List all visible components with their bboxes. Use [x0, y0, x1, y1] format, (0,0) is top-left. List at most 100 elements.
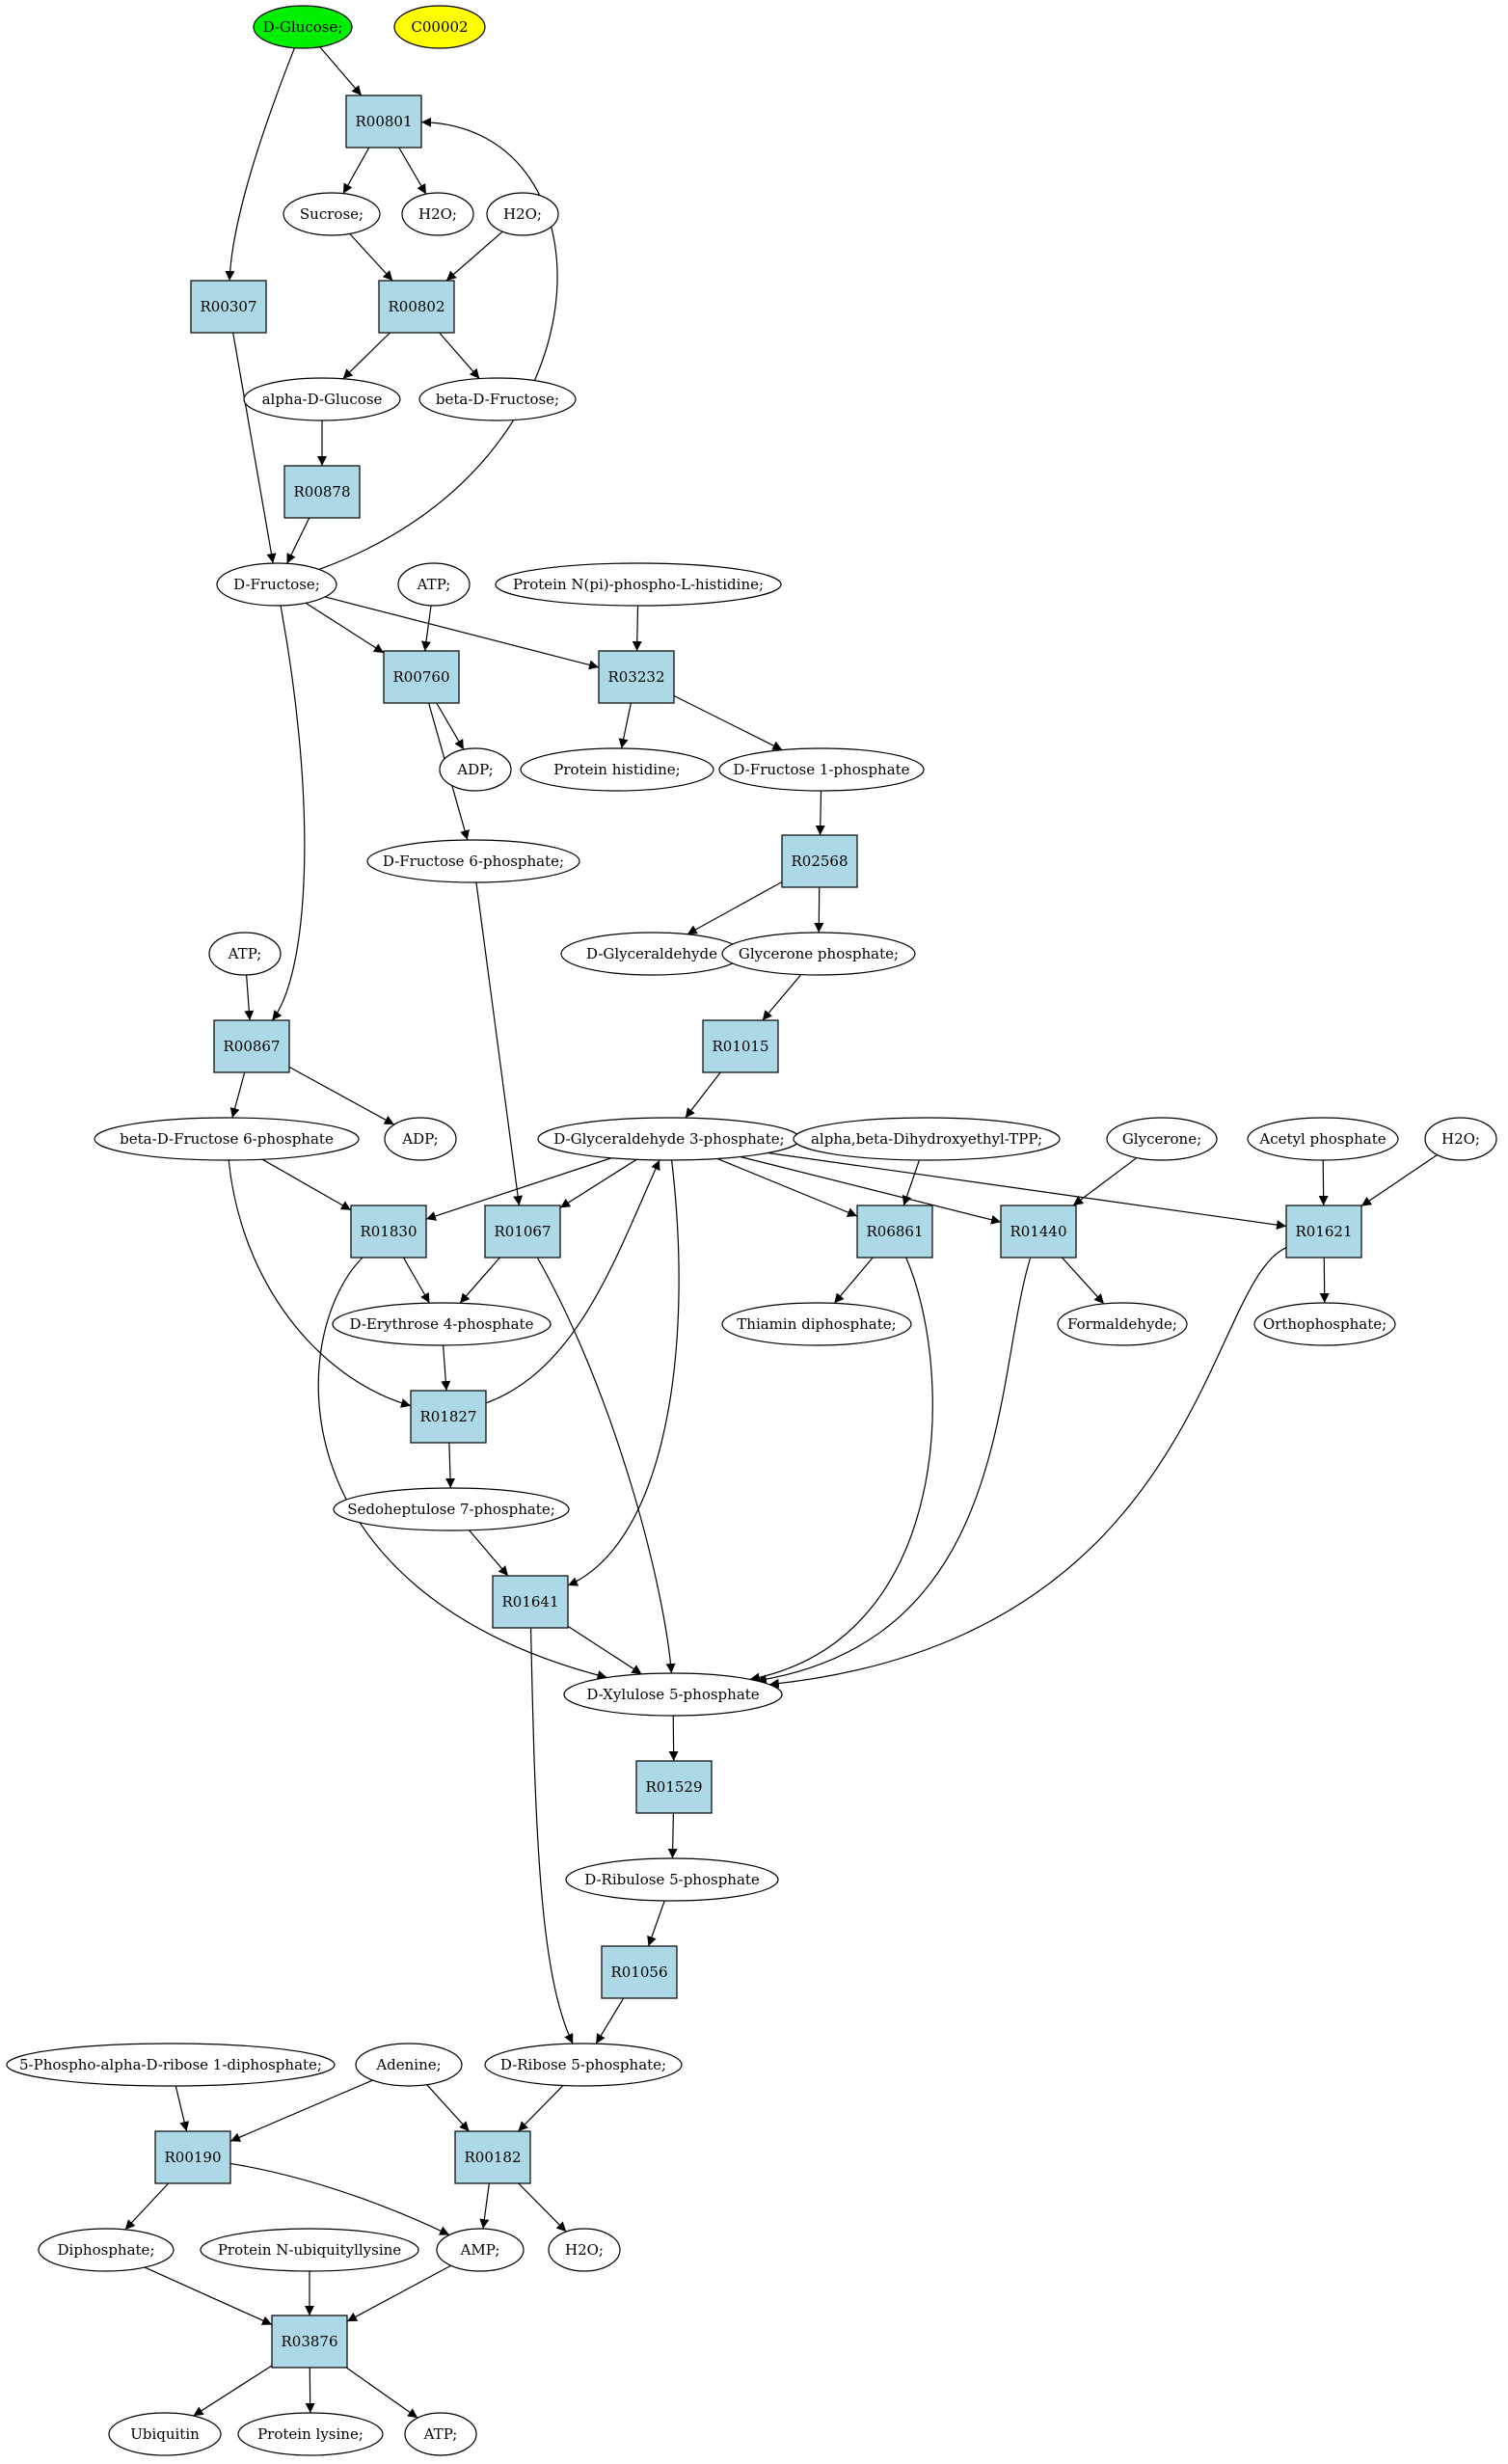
reaction-node-r00801[interactable]: R00801	[345, 95, 422, 149]
compound-node-fructose-1p[interactable]: D-Fructose 1-phosphate	[718, 747, 925, 792]
node-label: alpha,beta-Dihydroxyethyl-TPP;	[811, 1130, 1042, 1148]
compound-node-ribulose-5p[interactable]: D-Ribulose 5-phosphate	[565, 1857, 779, 1902]
compound-node-acetyl-p[interactable]: Acetyl phosphate	[1247, 1117, 1399, 1161]
reaction-node-r01067[interactable]: R01067	[484, 1205, 561, 1259]
compound-node-prpp[interactable]: 5-Phospho-alpha-D-ribose 1-diphosphate;	[6, 2043, 336, 2087]
edge-protein_phospho_his-to-r03232	[632, 605, 642, 652]
reaction-node-r00760[interactable]: R00760	[383, 650, 460, 704]
compound-node-sucrose[interactable]: Sucrose;	[283, 192, 381, 236]
compound-node-g3p[interactable]: D-Glyceraldehyde 3-phosphate;	[537, 1117, 801, 1161]
compound-node-fructose[interactable]: D-Fructose;	[216, 562, 337, 607]
compound-node-orthophosphate[interactable]: Orthophosphate;	[1253, 1302, 1396, 1346]
node-label: D-Glyceraldehyde	[586, 945, 717, 962]
node-label: ATP;	[417, 576, 451, 593]
reaction-node-r00190[interactable]: R00190	[154, 2130, 231, 2184]
compound-ellipse	[366, 839, 580, 883]
compound-node-ubiquitin[interactable]: Ubiquitin	[108, 2412, 222, 2456]
compound-node-glyceraldehyde[interactable]: D-Glyceraldehyde	[560, 932, 743, 976]
edge-r01067-to-xylulose_5p	[536, 1257, 676, 1674]
compound-node-protein-lys[interactable]: Protein lysine;	[237, 2412, 384, 2456]
edge-ribulose_5p-to-r01056	[647, 1900, 665, 1947]
edge-r03232-to-fructose_1p	[673, 694, 783, 751]
edge-r01529-to-ribulose_5p	[667, 1812, 678, 1859]
edge-r03876-to-atp_c	[345, 2367, 418, 2419]
edge-r03876-to-ubiquitin	[193, 2365, 273, 2417]
compound-node-sedoheptulose-7p[interactable]: Sedoheptulose 7-phosphate;	[333, 1487, 570, 1531]
compound-node-protein-his[interactable]: Protein histidine;	[520, 747, 714, 792]
reaction-node-r00307[interactable]: R00307	[190, 280, 267, 334]
compound-node-atp-a[interactable]: ATP;	[397, 562, 471, 607]
compound-node-h2o-c[interactable]: H2O;	[1424, 1117, 1497, 1161]
reaction-box	[702, 1019, 779, 1073]
edge-r03232-to-protein_his	[618, 702, 632, 749]
compound-node-glycerone-p[interactable]: Glycerone phosphate;	[721, 932, 916, 976]
compound-ellipse	[520, 747, 714, 792]
compound-node-ribose-5p[interactable]: D-Ribose 5-phosphate;	[484, 2043, 683, 2087]
reaction-node-r01641[interactable]: R01641	[492, 1575, 569, 1629]
compound-ellipse	[721, 932, 916, 976]
compound-node-adp-b[interactable]: ADP;	[384, 1117, 457, 1161]
edge-r00801-to-sucrose	[342, 147, 370, 194]
reaction-node-r01056[interactable]: R01056	[601, 1945, 678, 1999]
reaction-node-r01529[interactable]: R01529	[635, 1760, 713, 1814]
compound-node-protein-ubiq-lys[interactable]: Protein N-ubiquityllysine	[200, 2228, 419, 2272]
compound-node-atp-b[interactable]: ATP;	[208, 932, 282, 976]
compound-node-formaldehyde[interactable]: Formaldehyde;	[1057, 1302, 1188, 1346]
reaction-node-r01621[interactable]: R01621	[1285, 1205, 1362, 1259]
compound-node-adenine[interactable]: Adenine;	[355, 2043, 463, 2087]
compound-ellipse	[548, 2228, 621, 2272]
edge-erythrose_4p-to-r01827	[441, 1344, 451, 1392]
compound-node-alpha-glucose[interactable]: alpha-D-Glucose	[243, 377, 401, 421]
node-label: R00878	[293, 483, 350, 501]
reaction-box	[190, 280, 267, 334]
reaction-node-r06861[interactable]: R06861	[856, 1205, 933, 1259]
compound-node-h2o-d[interactable]: H2O;	[548, 2228, 621, 2272]
compound-node-glucose[interactable]: D-Glucose;	[253, 5, 353, 49]
node-label: Adenine;	[375, 2056, 441, 2073]
compound-ellipse	[332, 1302, 552, 1346]
compound-node-diphosphate[interactable]: Diphosphate;	[38, 2228, 175, 2272]
compound-ellipse	[355, 2043, 463, 2087]
compound-node-amp[interactable]: AMP;	[436, 2228, 525, 2272]
reaction-node-r02568[interactable]: R02568	[781, 834, 858, 888]
compound-node-fructose-6p[interactable]: D-Fructose 6-phosphate;	[366, 839, 580, 883]
edge-h2o_b-to-r00802	[445, 230, 503, 282]
compound-node-beta-f6p[interactable]: beta-D-Fructose 6-phosphate	[94, 1117, 360, 1161]
reaction-node-r01830[interactable]: R01830	[350, 1205, 427, 1259]
compound-node-xylulose-5p[interactable]: D-Xylulose 5-phosphate	[563, 1672, 783, 1717]
reaction-box	[856, 1205, 933, 1259]
compound-node-adp-a[interactable]: ADP;	[439, 747, 512, 792]
compound-node-thiamin-dp[interactable]: Thiamin diphosphate;	[721, 1302, 912, 1346]
edge-diphosphate-to-r03876	[144, 2266, 273, 2325]
reaction-node-r01440[interactable]: R01440	[1000, 1205, 1077, 1259]
reaction-box	[598, 650, 675, 704]
reaction-box	[781, 834, 858, 888]
node-label: R00802	[388, 298, 444, 315]
reaction-node-r00867[interactable]: R00867	[213, 1019, 290, 1073]
node-label: H2O;	[565, 2241, 604, 2259]
compound-node-protein-phospho-his[interactable]: Protein N(pi)-phospho-L-histidine;	[495, 562, 782, 607]
reaction-node-r03876[interactable]: R03876	[271, 2315, 348, 2369]
node-label: D-Glucose;	[263, 18, 343, 36]
node-label: Protein N(pi)-phospho-L-histidine;	[513, 576, 764, 593]
node-label: D-Fructose 6-phosphate;	[383, 853, 564, 870]
node-label: R01440	[1010, 1223, 1066, 1240]
reaction-node-r00182[interactable]: R00182	[454, 2130, 531, 2184]
compound-node-beta-fructose[interactable]: beta-D-Fructose;	[418, 377, 577, 421]
compound-node-c00002[interactable]: C00002	[393, 5, 486, 49]
compound-node-erythrose-4p[interactable]: D-Erythrose 4-phosphate	[332, 1302, 552, 1346]
node-label: ATP;	[228, 945, 262, 962]
reaction-node-r00802[interactable]: R00802	[378, 280, 455, 334]
compound-node-h2o-b[interactable]: H2O;	[486, 192, 559, 236]
compound-node-glycerone[interactable]: Glycerone;	[1106, 1117, 1218, 1161]
reaction-node-r01015[interactable]: R01015	[702, 1019, 779, 1073]
compound-node-atp-c[interactable]: ATP;	[404, 2412, 477, 2456]
compound-node-dihydroxyethyl-tpp[interactable]: alpha,beta-Dihydroxyethyl-TPP;	[793, 1117, 1061, 1161]
reaction-node-r00878[interactable]: R00878	[283, 465, 361, 519]
reaction-node-r03232[interactable]: R03232	[598, 650, 675, 704]
edge-sedoheptulose_7p-to-r01641	[469, 1530, 509, 1577]
compound-node-h2o-a[interactable]: H2O;	[401, 192, 474, 236]
compound-ellipse	[393, 5, 486, 49]
edge-g3p-to-r01067	[559, 1158, 637, 1208]
reaction-node-r01827[interactable]: R01827	[410, 1390, 487, 1444]
